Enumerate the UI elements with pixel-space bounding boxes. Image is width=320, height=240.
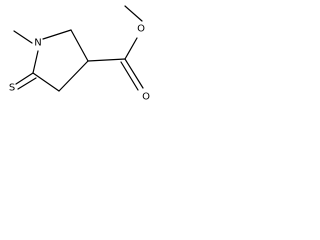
bond-co-double-b (120, 61, 139, 91)
bond-c-oester (124, 37, 138, 60)
bond-cs-double-b (17, 77, 37, 90)
ester-oxygen-label: O (137, 24, 145, 35)
bond-cs-double-a (15, 72, 34, 85)
bond-co-double-a (124, 58, 144, 89)
carbonyl-oxygen-label: O (142, 92, 150, 103)
sulfur-label: S (9, 83, 15, 94)
bond-cthione-n (32, 50, 39, 74)
bond-ch-ch2 (58, 60, 89, 92)
bond-n-ch2 (42, 29, 72, 40)
bond-ch2-ch (70, 29, 89, 62)
bond-n-methyl (13, 30, 33, 44)
bond-oester-methyl (124, 5, 143, 22)
nitrogen-label: N (34, 38, 41, 49)
bond-ch2-cthione (32, 72, 60, 92)
molecule-structure: N S O O (9, 5, 150, 103)
bond-ch-carbonyl (87, 58, 126, 62)
